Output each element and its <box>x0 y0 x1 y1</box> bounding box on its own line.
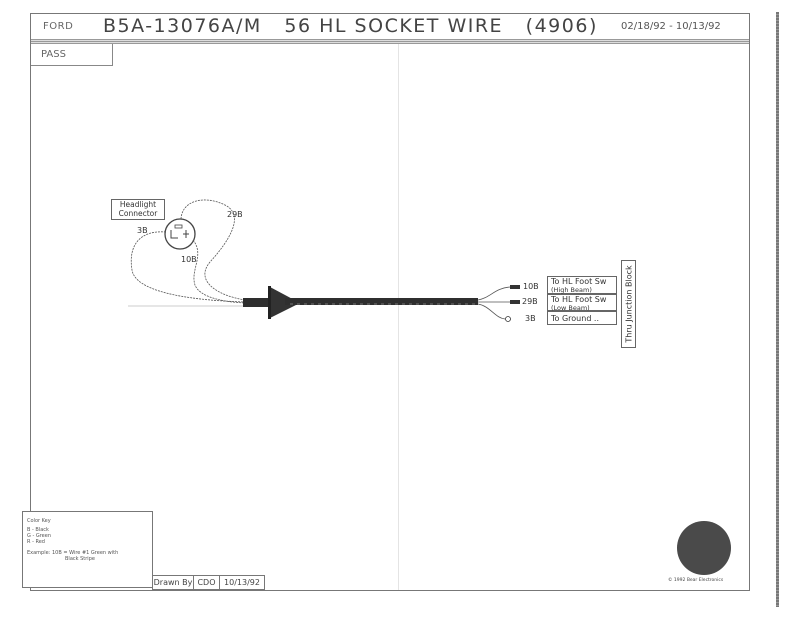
headlight-connector-label: Headlight Connector <box>111 199 165 220</box>
wire-label-10b: 10B <box>181 255 197 264</box>
terminal-10b-icon <box>510 285 520 289</box>
dest-line1: To Ground .. <box>551 314 600 323</box>
dest-line2: (Low Beam) <box>551 304 590 312</box>
wire-harness <box>243 286 478 319</box>
diagram-title: 56 HL SOCKET WIRE <box>284 15 504 37</box>
terminal-label-29b: 29B <box>522 297 538 306</box>
connector-label-line1: Headlight <box>119 200 157 209</box>
destination-low-beam: To HL Foot Sw (Low Beam) <box>547 294 617 312</box>
maker-label: FORD <box>43 21 74 32</box>
fold-line <box>398 44 399 590</box>
ring-terminal-3b-icon <box>505 316 511 322</box>
wire-29b <box>180 199 246 301</box>
section-label: PASS <box>31 44 113 66</box>
company-logo-icon <box>677 521 731 575</box>
dest-line2: (High Beam) <box>551 286 592 294</box>
color-key-item: B - Black <box>27 527 49 533</box>
drawn-by-initials: CDO <box>193 575 220 590</box>
page-title: B5A-13076A/M 56 HL SOCKET WIRE (4906) <box>103 15 598 37</box>
destination-ground: To Ground .. <box>547 311 617 325</box>
color-key-item: G - Green <box>27 533 51 539</box>
drawn-by-label: Drawn By <box>152 575 194 590</box>
dest-line1: To HL Foot Sw <box>551 277 607 286</box>
diagram-code: (4906) <box>525 15 598 37</box>
color-key-title: Color Key <box>27 518 51 524</box>
color-key-example: Example: 10B = Wire #1 Green with <box>27 550 119 556</box>
junction-block-label: Thru Junction Block <box>621 260 636 348</box>
terminal-label-3b: 3B <box>525 314 536 323</box>
color-key-example-cont: Black Stripe <box>65 556 95 562</box>
connector-label-line2: Connector <box>118 209 158 218</box>
wire-3b <box>130 231 246 303</box>
wire-10b <box>192 239 246 304</box>
date-range: 02/18/92 - 10/13/92 <box>621 21 721 32</box>
junction-text: Thru Junction Block <box>624 265 633 343</box>
color-key-item: R - Red <box>27 539 45 545</box>
terminal-29b-icon <box>510 300 520 304</box>
scan-edge <box>776 12 779 607</box>
title-bar: FORD B5A-13076A/M 56 HL SOCKET WIRE (490… <box>31 14 749 40</box>
wire-label-29b: 29B <box>227 210 243 219</box>
color-key: Color Key B - Black G - Green R - Red Ex… <box>22 511 153 588</box>
headlight-connector-icon <box>164 218 196 250</box>
drawn-by-date: 10/13/92 <box>219 575 265 590</box>
title-stripe <box>31 39 749 44</box>
terminal-label-10b: 10B <box>523 282 539 291</box>
part-number: B5A-13076A/M <box>103 15 262 37</box>
copyright-notice: © 1992 Bear Electronics <box>668 578 724 583</box>
dest-line1: To HL Foot Sw <box>551 295 607 304</box>
destination-high-beam: To HL Foot Sw (High Beam) <box>547 276 617 294</box>
wire-label-3b: 3B <box>137 226 148 235</box>
